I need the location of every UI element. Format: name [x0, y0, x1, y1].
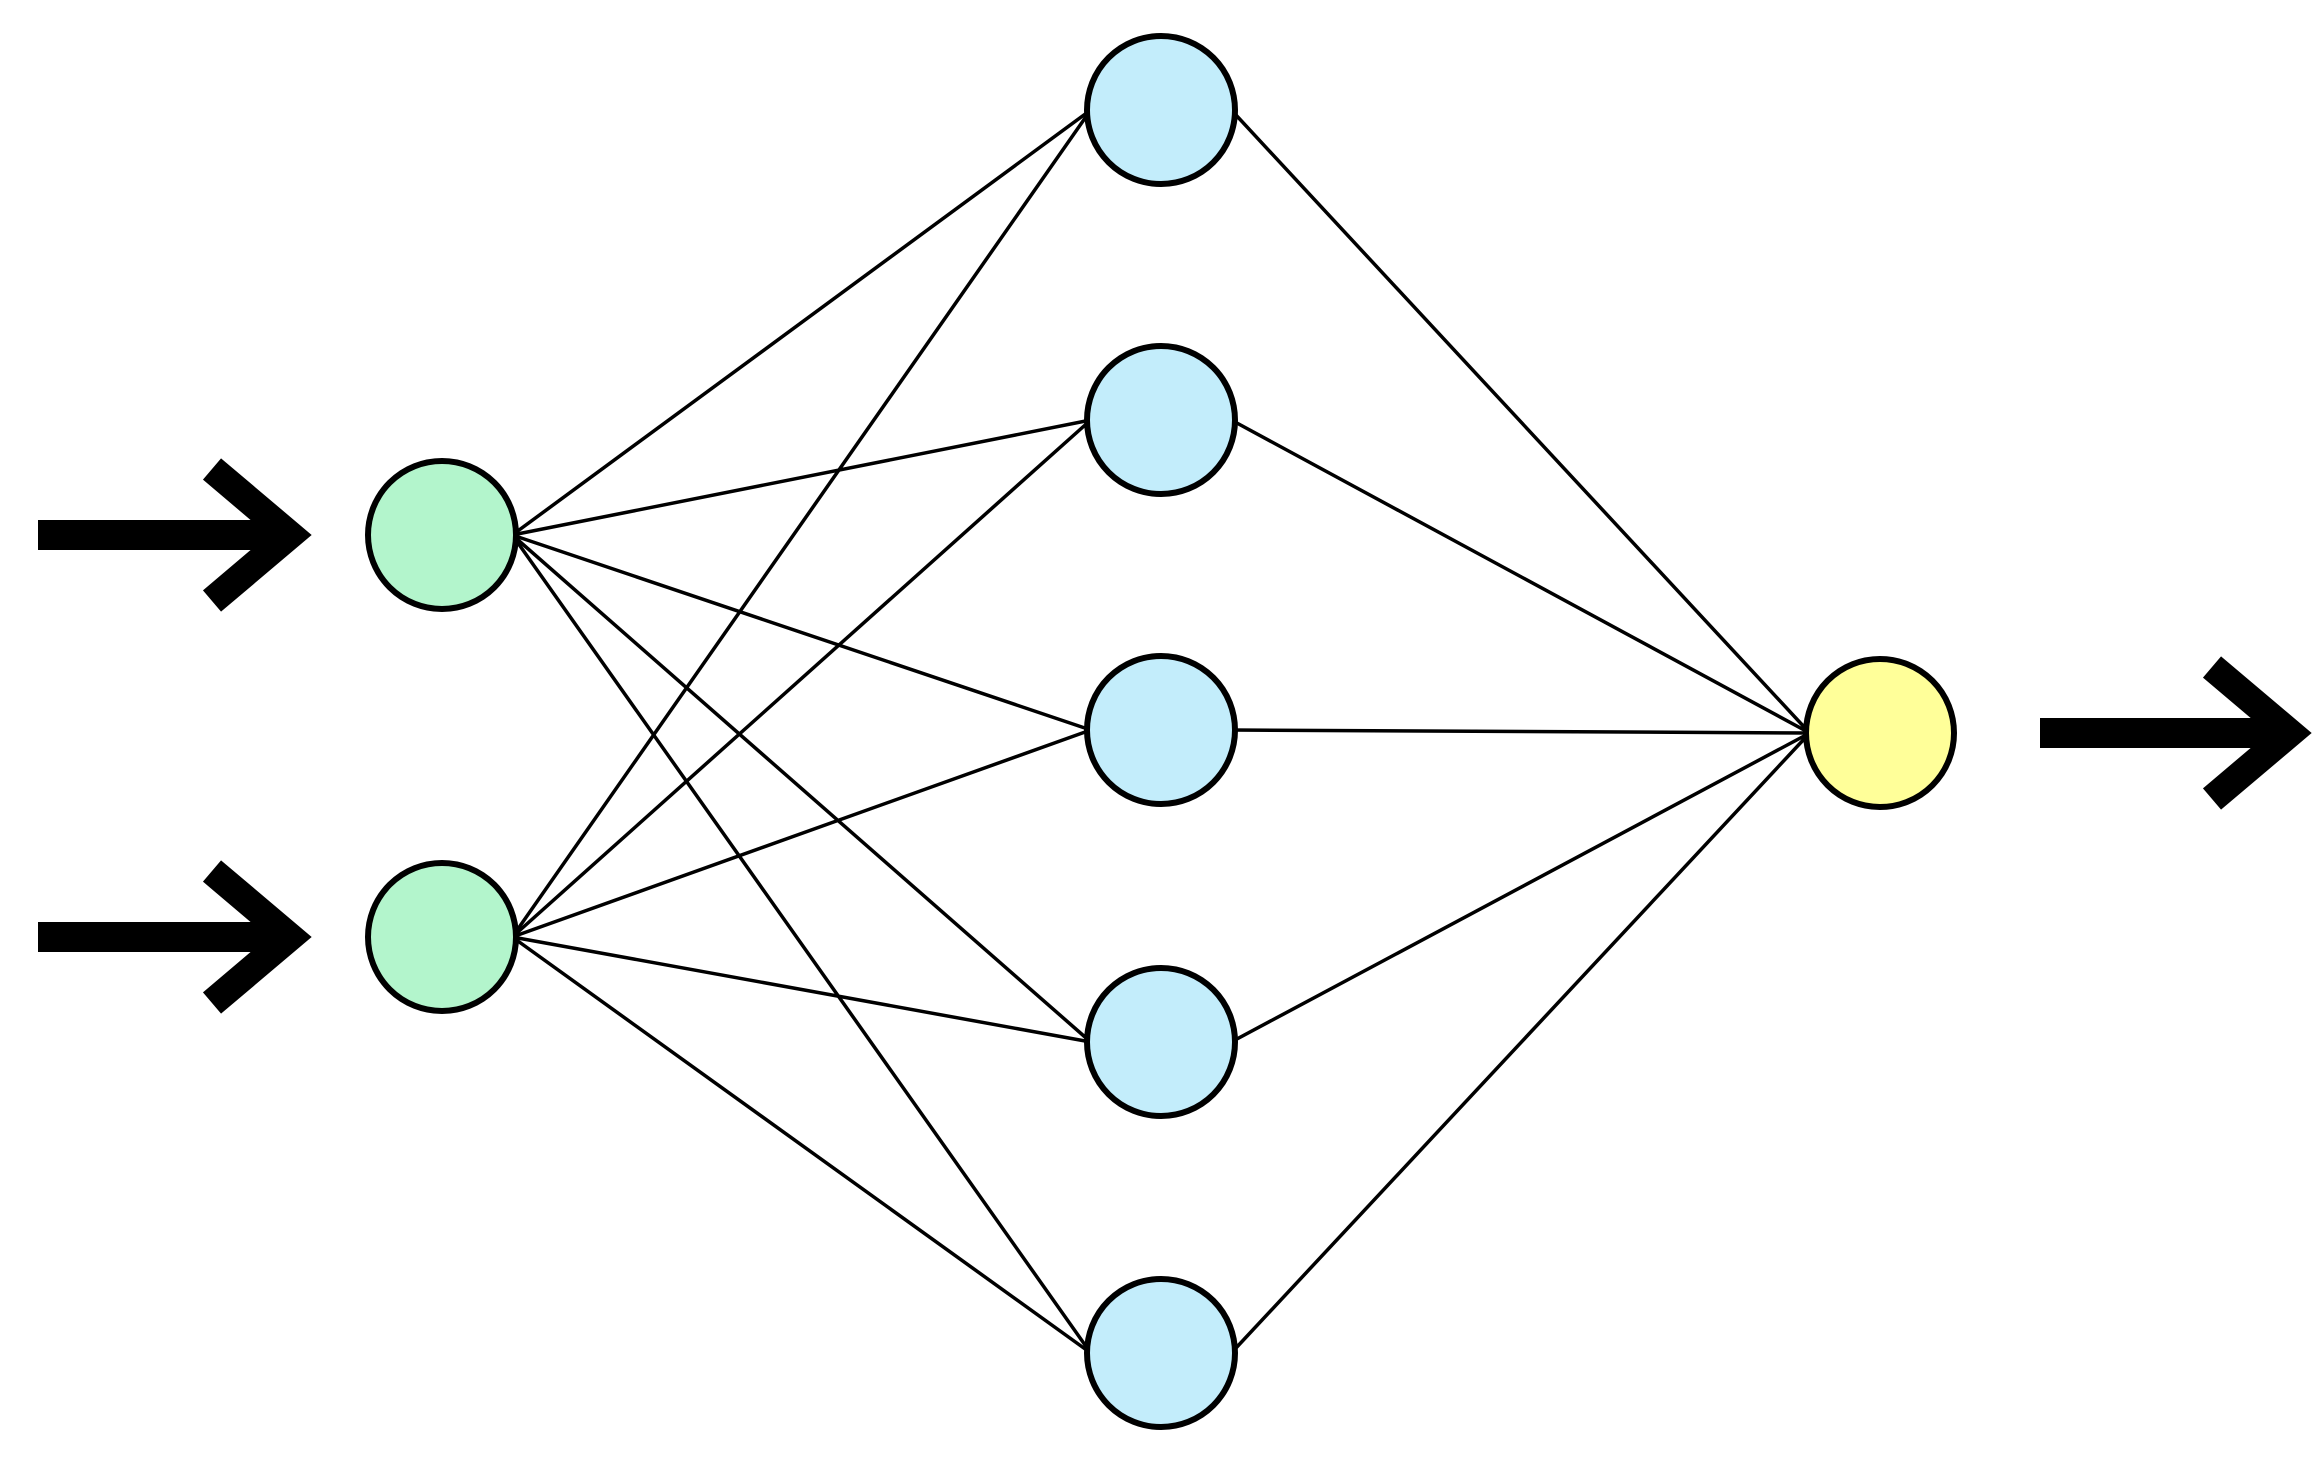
input-neuron-2 — [365, 860, 519, 1014]
connection-input-0-to-hidden-3 — [511, 533, 1092, 1044]
output-arrow-1 — [2040, 656, 2312, 810]
connection-input-0-to-hidden-0 — [511, 108, 1092, 537]
output-neuron-1 — [1803, 656, 1957, 810]
connection-input-0-to-hidden-1 — [511, 418, 1092, 537]
input-neuron-1 — [365, 458, 519, 612]
hidden-neuron-2 — [1084, 343, 1238, 497]
connection-input-0-to-hidden-4 — [510, 533, 1093, 1355]
connection-input-1-to-hidden-0 — [510, 108, 1093, 939]
connection-hidden-2-to-output-0 — [1231, 728, 1810, 735]
hidden-neuron-5 — [1084, 1276, 1238, 1430]
hidden-neuron-3 — [1084, 653, 1238, 807]
connection-input-0-to-hidden-2 — [511, 533, 1092, 732]
connection-input-1-to-hidden-1 — [511, 418, 1092, 939]
hidden-neuron-4 — [1084, 965, 1238, 1119]
connection-input-1-to-hidden-4 — [511, 935, 1092, 1355]
connections — [510, 108, 1811, 1355]
neurons — [365, 33, 1957, 1430]
connection-hidden-3-to-output-0 — [1230, 731, 1811, 1044]
connection-input-1-to-hidden-2 — [511, 728, 1092, 939]
connection-hidden-0-to-output-0 — [1230, 108, 1811, 735]
connection-hidden-4-to-output-0 — [1230, 731, 1811, 1355]
connection-hidden-1-to-output-0 — [1230, 418, 1811, 735]
connection-input-1-to-hidden-3 — [511, 935, 1092, 1044]
hidden-neuron-1 — [1084, 33, 1238, 187]
input-arrow-1 — [38, 458, 312, 612]
arrows — [38, 458, 2312, 1014]
input-arrow-2 — [38, 860, 312, 1014]
